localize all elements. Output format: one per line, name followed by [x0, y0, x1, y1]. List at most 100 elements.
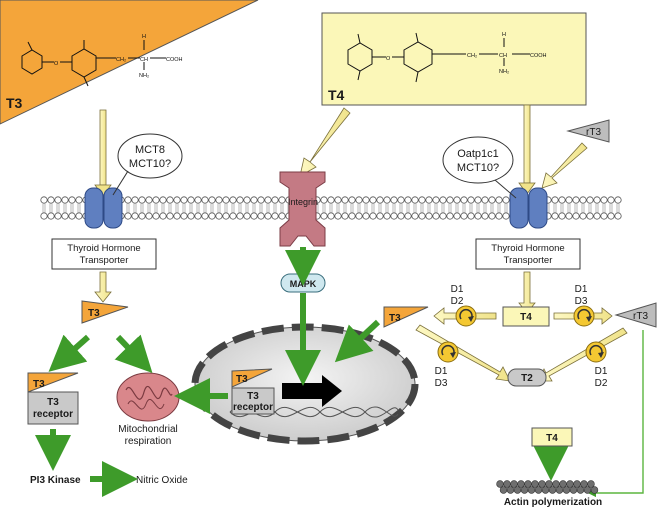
- lipid-head: [236, 212, 244, 220]
- lipid-head: [278, 196, 286, 204]
- lipid-head: [369, 196, 377, 204]
- right-transporter-id-2: MCT10?: [457, 162, 499, 174]
- right-caption-line-2: Transporter: [504, 255, 553, 266]
- lipid-head: [432, 212, 440, 220]
- lipid-head: [572, 212, 580, 220]
- t4-ether-o-label: O: [386, 56, 391, 62]
- lipid-head: [131, 212, 139, 220]
- actin-monomer: [517, 480, 525, 488]
- lipid-head: [61, 212, 69, 220]
- lipid-head: [565, 212, 573, 220]
- lipid-head: [481, 196, 489, 204]
- lipid-head: [502, 212, 510, 220]
- actin-monomer: [534, 486, 543, 494]
- actin-monomer: [576, 486, 585, 494]
- lipid-head: [47, 196, 55, 204]
- lipid-head: [229, 196, 237, 204]
- d3-label-upper-right: D3: [575, 296, 588, 307]
- lipid-head: [264, 212, 272, 220]
- lipid-head: [54, 196, 62, 204]
- actin-monomer: [541, 486, 550, 494]
- lipid-head: [558, 196, 566, 204]
- deiodinase-cycle-icon: [437, 341, 459, 363]
- lipid-head: [124, 196, 132, 204]
- lipid-head: [439, 212, 447, 220]
- left-transporter-caption: Thyroid Hormone Transporter: [51, 238, 157, 270]
- lipid-head: [411, 212, 419, 220]
- t2-label: T2: [521, 373, 533, 384]
- lipid-head: [257, 212, 265, 220]
- lipid-head: [278, 212, 286, 220]
- t3-right-label: T3: [389, 313, 401, 324]
- lipid-head: [572, 196, 580, 204]
- lipid-head: [250, 196, 258, 204]
- deiodinase-enzymes: [437, 305, 607, 363]
- lipid-head: [446, 196, 454, 204]
- actin-monomer: [566, 480, 574, 488]
- lipid-head: [215, 196, 223, 204]
- lipid-head: [264, 196, 272, 204]
- rt3-flag-top: rT3: [566, 119, 610, 143]
- actin-monomer: [510, 480, 518, 488]
- cell-membrane: [40, 196, 622, 220]
- actin-monomer: [520, 486, 529, 494]
- nuclear-t3-receptor: T3 T3 receptor: [231, 368, 275, 415]
- t3-to-t2-arrow: [415, 324, 511, 382]
- lipid-head: [243, 212, 251, 220]
- rt3-to-actin-line: [587, 330, 644, 498]
- lipid-head: [334, 196, 342, 204]
- lipid-head: [460, 212, 468, 220]
- t2-node: T2: [507, 368, 547, 387]
- cytoplasmic-t3-receptor: T3 T3 receptor: [27, 372, 79, 425]
- actin-monomer: [580, 480, 588, 488]
- t4-center-box: T4: [502, 306, 550, 327]
- lipid-head: [432, 196, 440, 204]
- lipid-head: [495, 212, 503, 220]
- lipid-head: [229, 212, 237, 220]
- lipid-head: [453, 196, 461, 204]
- lipid-head: [222, 196, 230, 204]
- lipid-head: [362, 196, 370, 204]
- lipid-head: [341, 196, 349, 204]
- lipid-head: [397, 196, 405, 204]
- lipid-head: [180, 196, 188, 204]
- lipid-head: [327, 212, 335, 220]
- lipid-head: [579, 212, 587, 220]
- lipid-head: [201, 196, 209, 204]
- lipid-head: [488, 196, 496, 204]
- left-transporter: [84, 187, 123, 229]
- t4-ch-label: CH: [499, 53, 507, 59]
- cyto-receptor-word: receptor: [33, 409, 73, 420]
- actin-monomer: [559, 480, 567, 488]
- nuclear-receptor-word: receptor: [233, 402, 273, 413]
- lipid-head: [341, 212, 349, 220]
- actin-polymerization-label: Actin polymerization: [504, 497, 602, 508]
- lipid-head: [75, 212, 83, 220]
- actin-monomer: [538, 480, 546, 488]
- lipid-head: [194, 196, 202, 204]
- lipid-head: [54, 212, 62, 220]
- lipid-head: [355, 196, 363, 204]
- t4-ch2-label: CH₂: [467, 53, 477, 59]
- mapk-node: MAPK: [280, 273, 326, 293]
- t3-entry-arrow-shaft: [99, 109, 107, 186]
- lipid-head: [558, 212, 566, 220]
- actin-monomer: [573, 480, 581, 488]
- lipid-head: [138, 196, 146, 204]
- lipid-head: [243, 196, 251, 204]
- t3-cytoplasm-label: T3: [88, 308, 100, 319]
- actin-monomer: [548, 486, 557, 494]
- lipid-head: [348, 196, 356, 204]
- lipid-head: [145, 212, 153, 220]
- lipid-head: [215, 212, 223, 220]
- mitochondrion: [116, 372, 180, 422]
- lipid-head: [355, 212, 363, 220]
- lipid-head: [145, 196, 153, 204]
- lipid-head: [607, 196, 615, 204]
- t3-nh2-label: NH₂: [139, 73, 149, 79]
- rt3-right-label: rT3: [633, 311, 648, 322]
- lipid-head: [614, 196, 622, 204]
- green-arrows: [35, 247, 569, 497]
- t3-h-label: H: [142, 34, 146, 40]
- deiodinase-cycle-icon: [573, 305, 595, 327]
